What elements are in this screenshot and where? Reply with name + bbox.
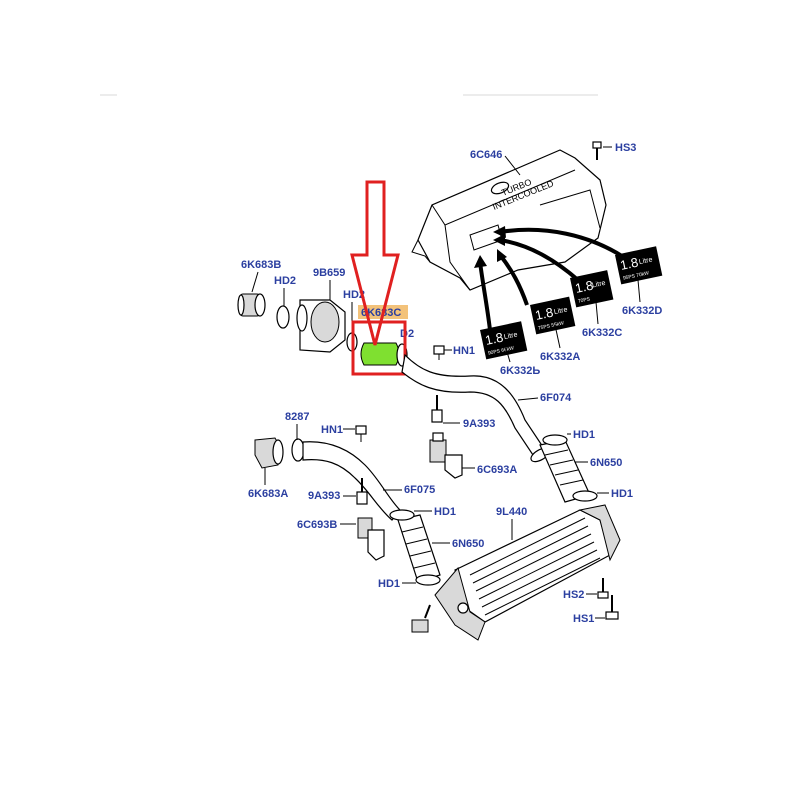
label-hd1-a: HD1	[573, 429, 595, 441]
label-6k332d: 6K332D	[622, 305, 662, 317]
intercooler-sensor	[411, 604, 431, 633]
clamp-8287	[291, 438, 305, 462]
leader-6k332c	[595, 301, 599, 325]
label-hd2-a: HD2	[274, 275, 296, 287]
ford-oval-icon	[490, 181, 510, 195]
hose-6n650-b	[397, 514, 441, 583]
intercooler-9l440	[434, 504, 621, 641]
leader-6k332d	[637, 279, 641, 303]
engine-cover: TURBO INTERCOOLED	[411, 149, 607, 291]
label-hd2-c: D2	[400, 328, 414, 340]
badge-arrows	[474, 226, 627, 331]
highlight-arrow	[350, 180, 400, 346]
badge-word: Litre	[638, 256, 653, 266]
label-6k332a: 6K332A	[540, 351, 580, 363]
label-9l440: 9L440	[496, 506, 527, 518]
badge-6k332b: 1.8 Litre 90PS 66kW	[480, 321, 528, 360]
label-6k683c: 6K683C	[361, 307, 401, 319]
badge-6k332c: 1.8 Litre 70PS	[570, 270, 614, 308]
pipe-6f075	[302, 441, 401, 521]
label-6k332c: 6K332C	[582, 327, 622, 339]
bolt-hs1	[605, 595, 619, 620]
leader-6c646	[504, 155, 521, 176]
badge-litre: 1.8	[484, 330, 505, 348]
clamp-hd1-d	[572, 490, 598, 502]
clip-hn1-a	[433, 345, 445, 360]
resonator-9b659	[296, 299, 346, 353]
highlight-box	[351, 320, 407, 376]
label-6c693b: 6C693B	[297, 519, 337, 531]
bracket-6c693a	[444, 454, 463, 479]
badge-litre: 1.8	[534, 305, 555, 323]
label-6n650-a: 6N650	[590, 457, 622, 469]
label-9a393-b: 9A393	[308, 490, 340, 502]
label-8287: 8287	[285, 411, 309, 423]
badge-litre: 1.8	[619, 255, 640, 273]
clamp-hd1-c	[415, 574, 441, 586]
clamp-hd1-a	[542, 434, 568, 446]
label-hn1-a: HN1	[453, 345, 475, 357]
connector-6k683b	[237, 293, 266, 317]
badge-sub: 75PS 55kW	[538, 320, 565, 331]
label-9a393-a: 9A393	[463, 418, 495, 430]
leader-6f074	[517, 397, 539, 401]
leader-6k332b	[504, 344, 511, 363]
bracket-6c693b	[367, 529, 385, 561]
label-6n650-b: 6N650	[452, 538, 484, 550]
leader-6k683b	[251, 271, 259, 293]
hose-6k683c-highlighted	[360, 342, 408, 367]
sensor-9a393-a	[429, 395, 447, 463]
label-6k683b: 6K683B	[241, 259, 281, 271]
clip-hn1-b	[355, 425, 367, 442]
label-hs2: HS2	[563, 589, 584, 601]
label-hd1-b: HD1	[434, 506, 456, 518]
badge-word: Litre	[591, 280, 606, 290]
label-hd1-d: HD1	[611, 488, 633, 500]
label-hs3: HS3	[615, 142, 636, 154]
badge-6k332a: 1.8 Litre 75PS 55kW	[530, 296, 576, 335]
badge-word: Litre	[553, 306, 568, 316]
label-hs1: HS1	[573, 613, 594, 625]
badge-sub: 95PS 70kW	[623, 270, 650, 281]
badge-6k332d: 1.8 Litre 95PS 70kW	[615, 246, 663, 285]
label-hd1-c: HD1	[378, 578, 400, 590]
bolt-hs2	[597, 578, 609, 599]
badge-sub: 90PS 66kW	[488, 345, 515, 356]
bolt-hs3	[592, 141, 612, 160]
clamp-hd1-b	[389, 509, 415, 521]
label-6f075: 6F075	[404, 484, 435, 496]
label-6c693a: 6C693A	[477, 464, 517, 476]
label-6k332b: 6K332Ь	[500, 365, 540, 377]
label-hd2-b: HD2	[343, 289, 365, 301]
clamp-hd2-a	[276, 305, 290, 329]
badge-word: Litre	[503, 331, 518, 341]
connector-6k683a	[254, 437, 284, 469]
label-6f074: 6F074	[540, 392, 572, 404]
badge-litre: 1.8	[574, 278, 595, 296]
label-6c646: 6C646	[470, 149, 502, 161]
label-hn1-b: HN1	[321, 424, 343, 436]
leader-6k332a	[554, 324, 561, 349]
label-6k683a: 6K683A	[248, 488, 288, 500]
label-9b659: 9B659	[313, 267, 345, 279]
badge-sub: 70PS	[578, 296, 592, 305]
